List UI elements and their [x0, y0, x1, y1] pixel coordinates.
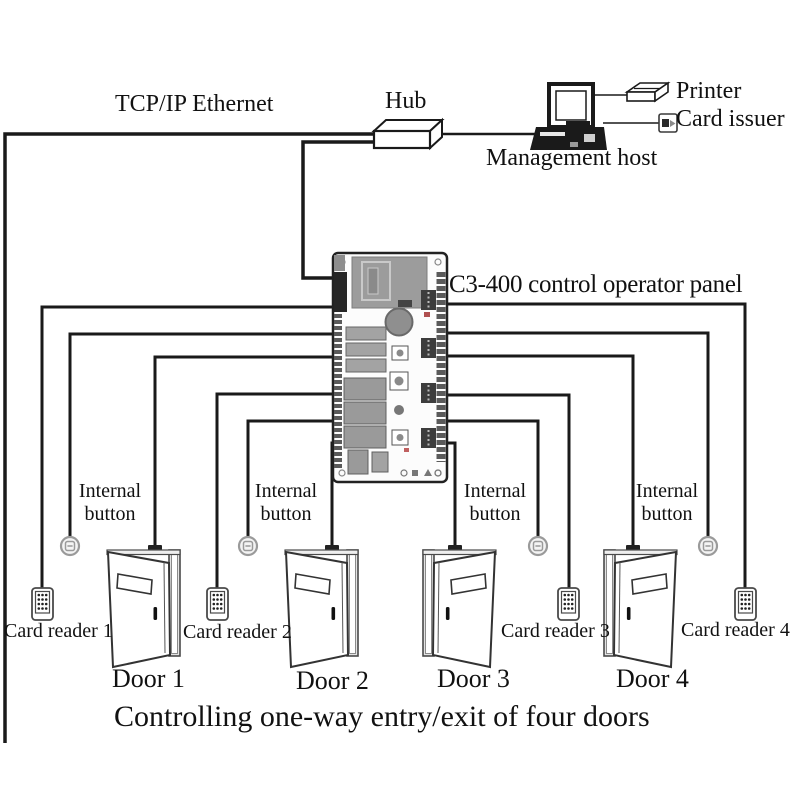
card-reader-4-label: Card reader 4 [681, 619, 790, 641]
card-reader-1-icon [31, 587, 54, 621]
card-issuer-label: Card issuer [676, 106, 785, 132]
wire-panel-to-card-reader-4 [444, 302, 747, 588]
card-reader-3-icon [557, 587, 580, 621]
wire-panel-to-door-1 [153, 355, 336, 552]
internal-button-3-label: Internal button [453, 480, 537, 526]
printer-icon [624, 81, 671, 103]
internal-button-3-label-line1: Internal [463, 480, 527, 502]
card-reader-4-icon [734, 587, 757, 621]
wire-panel-to-button-3 [444, 419, 540, 537]
door-wire-connectors [148, 545, 640, 553]
door-1-label: Door 1 [112, 664, 185, 693]
card-issuer-icon [658, 113, 678, 133]
printer-label: Printer [676, 78, 742, 104]
diagram-caption: Controlling one-way entry/exit of four d… [114, 700, 650, 733]
internal-button-4-label-line1: Internal [635, 480, 699, 502]
wire-panel-to-button-4 [444, 331, 710, 537]
card-reader-2-label: Card reader 2 [183, 621, 292, 643]
card-reader-2-icon [206, 587, 229, 621]
door-4-label: Door 4 [616, 664, 689, 693]
internal-button-4-icon [697, 535, 719, 557]
internal-button-2-label: Internal button [244, 480, 328, 526]
internal-button-2-icon [237, 535, 259, 557]
door-3-icon [422, 549, 497, 668]
door-2-icon [284, 549, 359, 668]
internal-button-2-label-line1: Internal [254, 480, 318, 502]
door-4-icon [603, 549, 678, 668]
internal-button-1-label-line2: button [84, 503, 136, 525]
door-2-label: Door 2 [296, 666, 369, 695]
ethernet-label: TCP/IP Ethernet [115, 91, 274, 117]
wire-panel-to-button-1 [68, 332, 336, 537]
hub-label: Hub [385, 88, 427, 114]
card-reader-1-label: Card reader 1 [4, 620, 113, 642]
wire-hub-to-panel [301, 140, 378, 280]
internal-button-2-label-line2: button [260, 503, 312, 525]
door-1-icon [106, 549, 181, 668]
wire-panel-to-card-reader-3 [444, 393, 571, 589]
internal-button-1-icon [59, 535, 81, 557]
card-reader-3-label: Card reader 3 [501, 620, 610, 642]
management-host-label: Management host [486, 145, 658, 171]
wire-panel-to-card-reader-2 [215, 392, 336, 589]
internal-button-4-label: Internal button [625, 480, 709, 526]
internal-button-1-label-line1: Internal [78, 480, 142, 502]
internal-button-1-label: Internal button [68, 480, 152, 526]
internal-button-3-label-line2: button [469, 503, 521, 525]
panel-label: C3-400 control operator panel [449, 271, 743, 298]
hub-icon [371, 117, 445, 151]
wire-panel-to-card-reader-1 [40, 305, 336, 588]
wire-ethernet-trunk [3, 132, 374, 743]
door-3-label: Door 3 [437, 664, 510, 693]
wire-panel-to-door-4 [444, 354, 635, 552]
control-panel-icon [331, 251, 449, 484]
management-host-icon [530, 82, 607, 150]
internal-button-4-label-line2: button [641, 503, 693, 525]
internal-button-3-icon [527, 535, 549, 557]
wire-panel-to-button-2 [246, 419, 336, 537]
